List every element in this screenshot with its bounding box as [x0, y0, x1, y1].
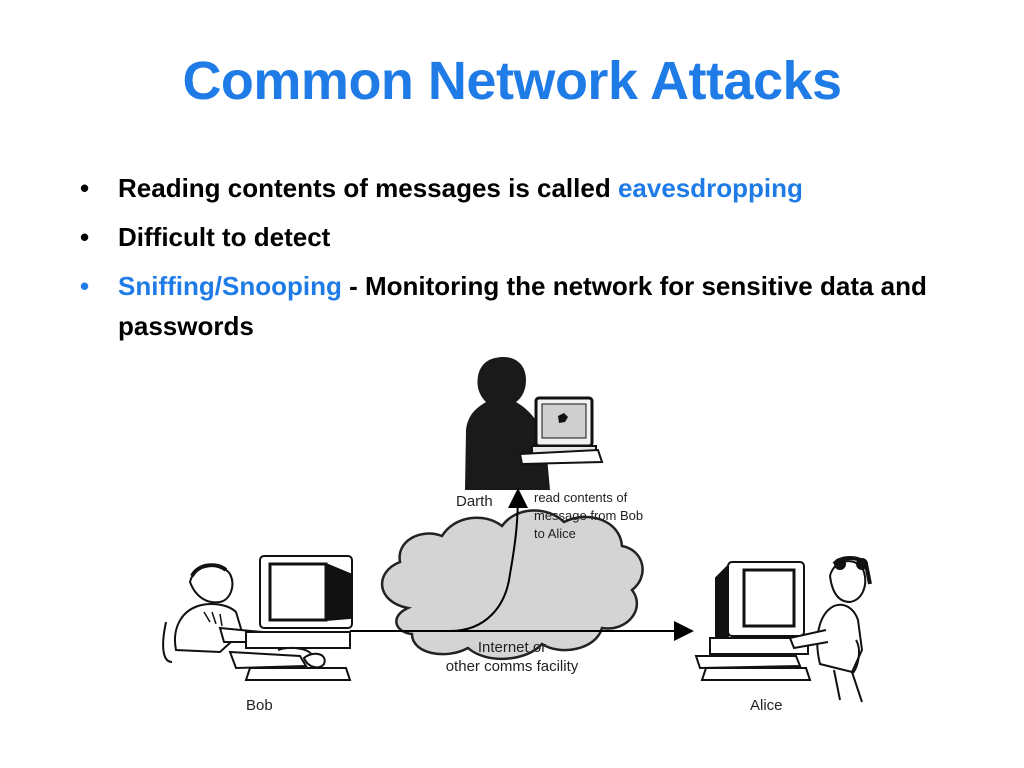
bullet-list: • Reading contents of messages is called… — [78, 168, 958, 355]
darth-note-line1: read contents of — [534, 490, 628, 505]
internet-cloud — [381, 509, 644, 660]
bob-label: Bob — [246, 697, 273, 714]
alice-label: Alice — [750, 697, 783, 714]
bullet-highlight: eavesdropping — [617, 173, 803, 203]
cloud-label-line1: Internet or — [478, 639, 546, 656]
darth-note-line2: message from Bob — [534, 508, 643, 523]
bullet-text: Difficult to detect — [118, 222, 331, 252]
slide-title: Common Network Attacks — [182, 51, 842, 111]
darth-intercept-arrow — [449, 488, 528, 632]
bullet-dot: • — [80, 271, 90, 301]
darth-label: Darth — [456, 493, 493, 510]
bullet-highlight: Sniffing/Snooping — [118, 271, 342, 301]
darth-note-line3: to Alice — [534, 526, 576, 541]
bullet-text: Reading contents of messages is called — [118, 173, 618, 203]
bullet-text: - Monitoring the network for sensitive d… — [118, 271, 927, 341]
bullet-item: • Sniffing/Snooping - Monitoring the net… — [78, 266, 958, 346]
cloud-label-line2: other comms facility — [446, 658, 579, 675]
alice-figure — [694, 556, 872, 703]
bullet-item: • Reading contents of messages is called… — [78, 168, 958, 208]
bob-figure — [162, 555, 353, 681]
bullet-item: • Difficult to detect — [78, 217, 958, 257]
bullet-dot: • — [80, 173, 90, 203]
bullet-dot: • — [80, 222, 90, 252]
darth-figure — [465, 356, 604, 490]
eavesdropping-diagram: Darth Internet or other comms facility r… — [162, 356, 872, 714]
